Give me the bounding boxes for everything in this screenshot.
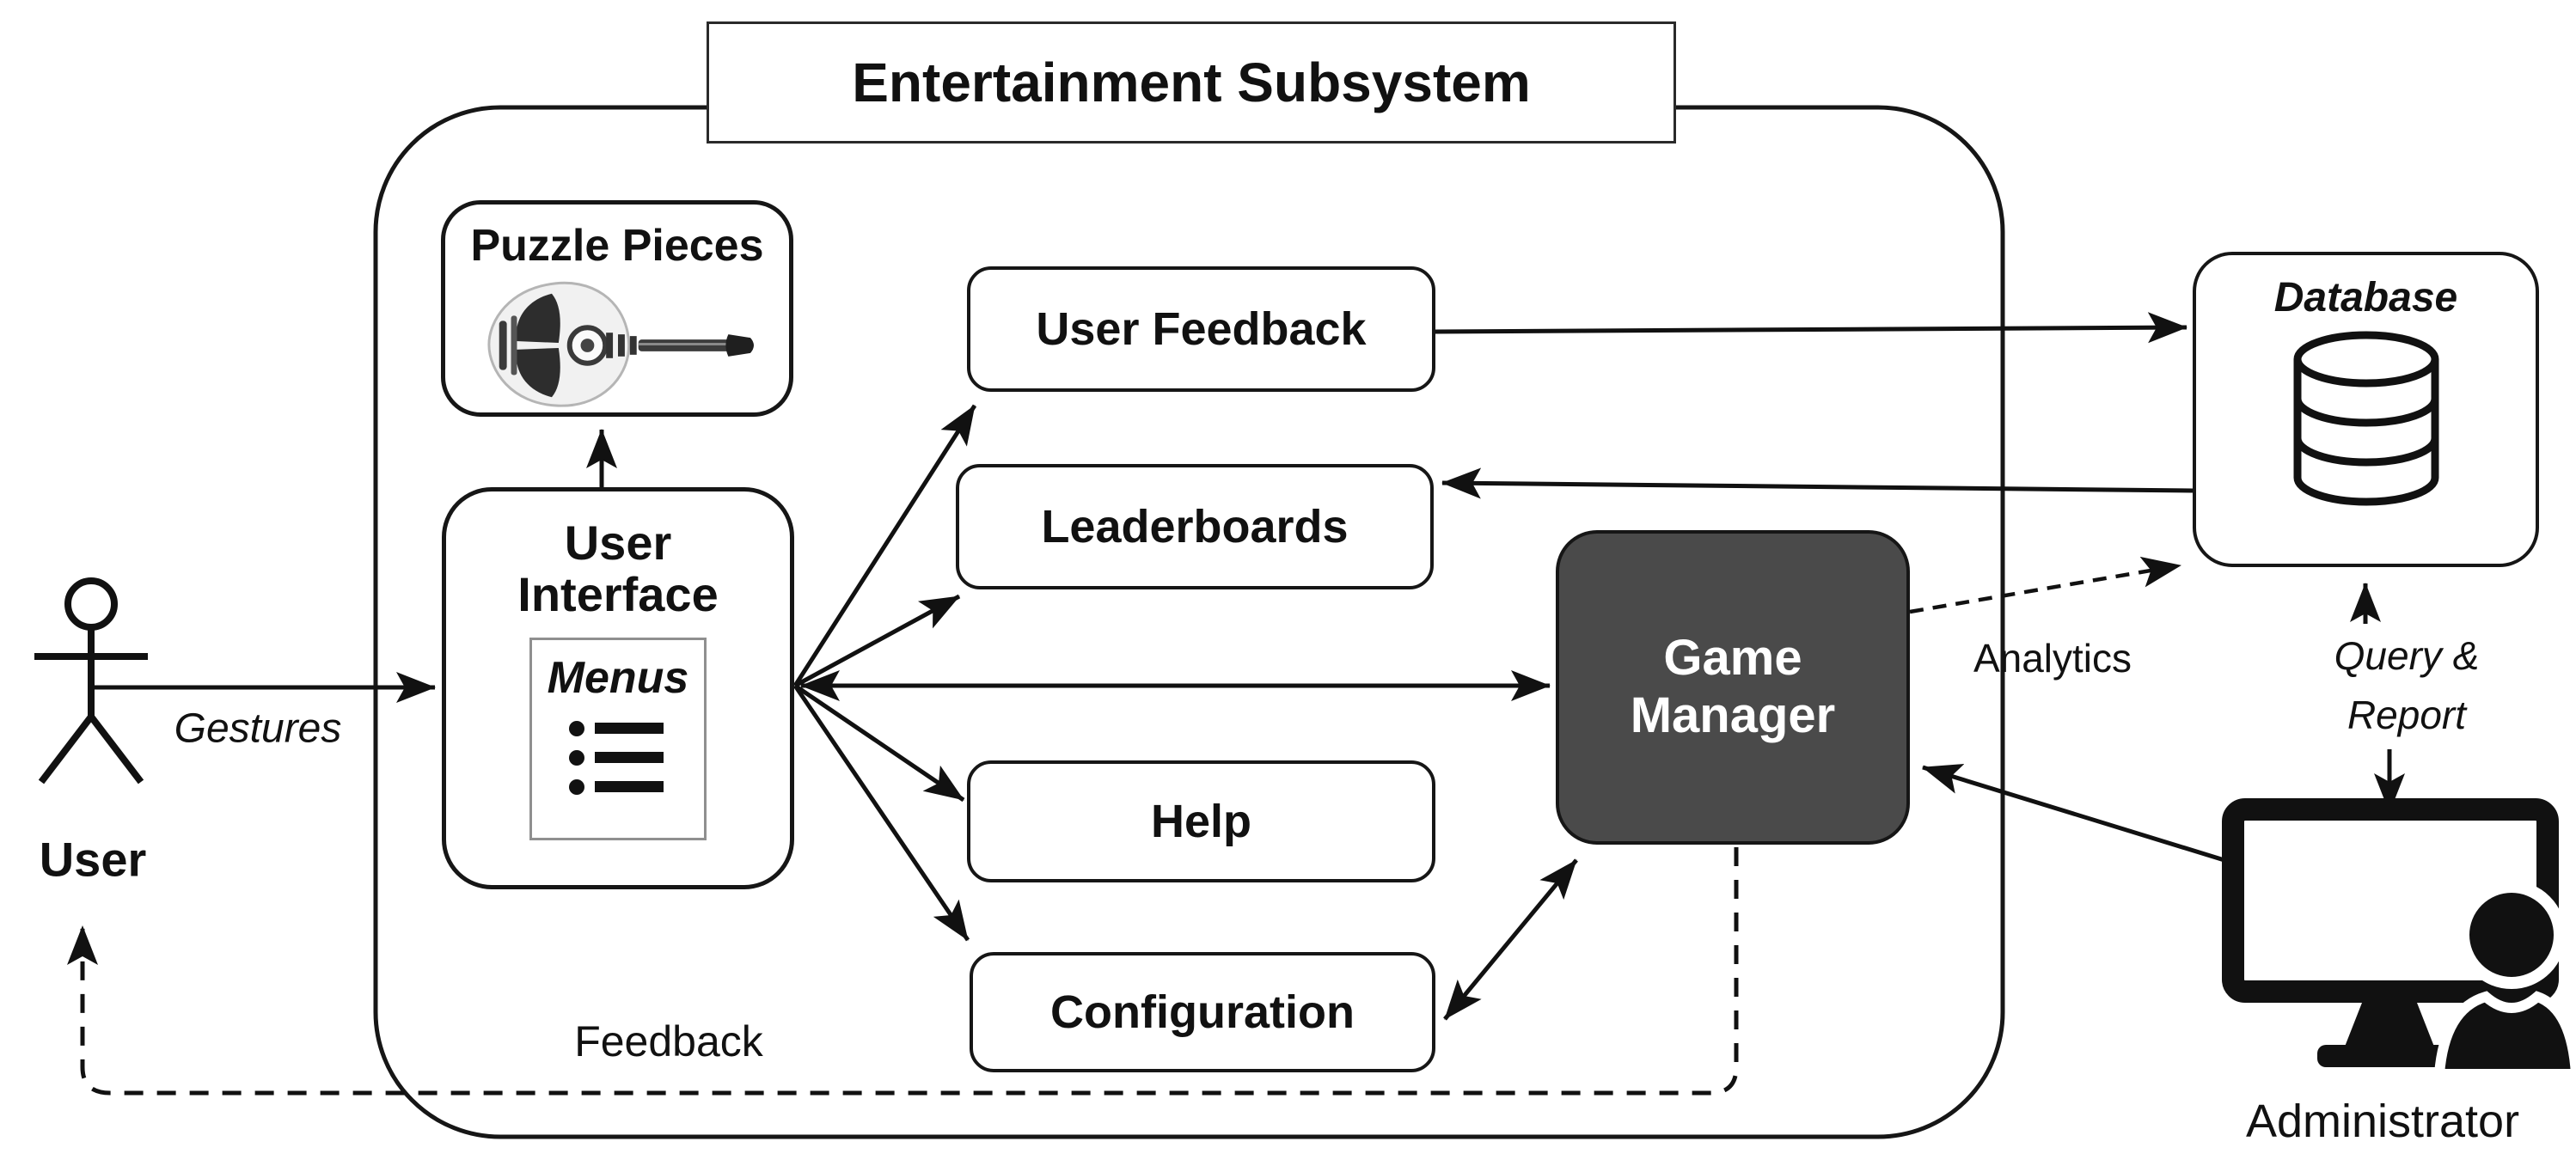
database-node: Database <box>2193 252 2539 567</box>
feedback-edge-label: Feedback <box>574 1017 763 1065</box>
user-feedback-to-database-arrow <box>1435 312 2187 344</box>
configuration-game-manager-link <box>1443 858 1578 1021</box>
help-node: Help <box>967 760 1435 882</box>
database-cylinder-icon <box>2293 331 2438 506</box>
game-manager-label-line2: Manager <box>1630 687 1836 743</box>
leaderboards-label: Leaderboards <box>1041 501 1349 552</box>
ui-to-help-arrow <box>793 683 965 803</box>
game-manager-node: Game Manager <box>1556 530 1910 845</box>
ui-to-leaderboards-arrow <box>793 594 961 688</box>
administrator-icon <box>2222 798 2576 1074</box>
administrator-label: Administrator <box>2245 1096 2520 1147</box>
user-feedback-label: User Feedback <box>1036 303 1367 355</box>
game-manager-label-line1: Game <box>1663 630 1802 687</box>
puzzle-pieces-label: Puzzle Pieces <box>470 221 764 271</box>
query-report-line2: Report <box>2347 693 2467 737</box>
database-to-leaderboards-arrow <box>1441 467 2194 499</box>
feedback-dashed-arrow <box>67 847 1739 1096</box>
subsystem-title-text: Entertainment Subsystem <box>852 52 1531 113</box>
query-report-line1: Query & <box>2334 633 2480 678</box>
user-actor-label: User <box>39 832 147 887</box>
menus-panel: Menus <box>529 637 707 840</box>
user-interface-label-line1: User <box>564 516 672 570</box>
query-report-edge-label: Query & Report <box>2334 626 2480 745</box>
help-label: Help <box>1150 796 1252 847</box>
gestures-edge-label: Gestures <box>174 705 342 752</box>
user-feedback-node: User Feedback <box>967 266 1435 392</box>
menus-label: Menus <box>547 652 689 703</box>
database-label: Database <box>2273 275 2458 320</box>
administrator-to-game-manager-arrow <box>1922 764 2239 867</box>
bouzouki-instrument-icon <box>487 281 754 407</box>
ui-to-configuration-arrow <box>792 684 970 942</box>
ui-to-user-feedback-arrow <box>792 404 977 687</box>
configuration-label: Configuration <box>1050 986 1355 1038</box>
user-interface-label-line2: Interface <box>517 566 719 621</box>
configuration-node: Configuration <box>970 952 1435 1072</box>
user-interface-node: User Interface Menus <box>442 487 794 889</box>
leaderboards-node: Leaderboards <box>956 464 1434 589</box>
puzzle-pieces-node: Puzzle Pieces <box>441 200 793 417</box>
user-actor-icon <box>34 577 148 784</box>
subsystem-title: Entertainment Subsystem <box>707 21 1676 143</box>
analytics-edge-label: Analytics <box>1973 636 2132 681</box>
bulleted-list-icon <box>569 720 664 795</box>
analytics-dashed-arrow <box>1909 556 2181 614</box>
